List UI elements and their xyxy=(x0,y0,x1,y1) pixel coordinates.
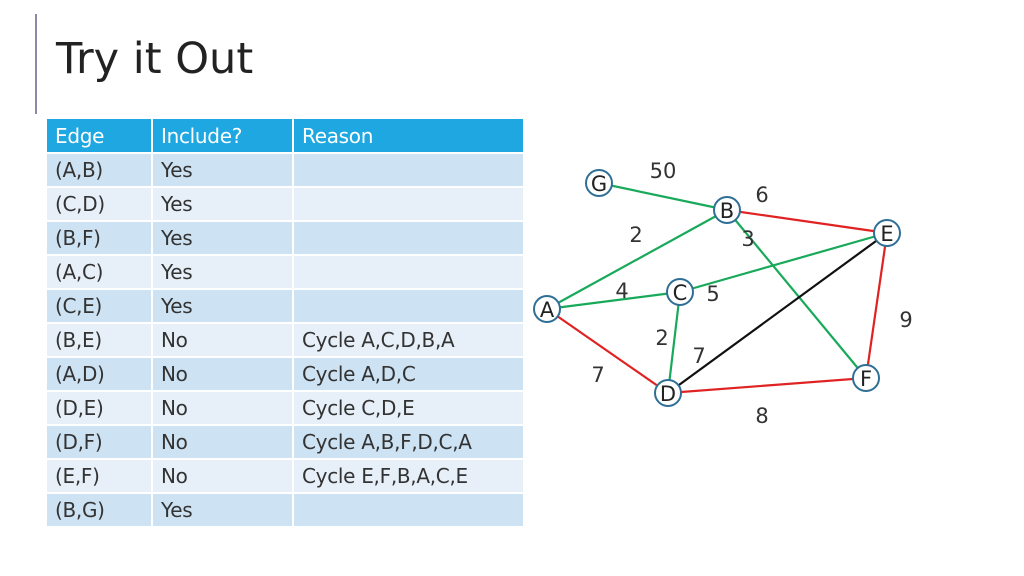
cell-reason: Cycle A,B,F,D,C,A xyxy=(292,424,525,460)
node-a: A xyxy=(533,295,561,323)
cell-edge: (C,E) xyxy=(45,288,153,324)
page-title: Try it Out xyxy=(56,34,254,84)
table-row: (C,E)Yes xyxy=(45,288,525,324)
cell-edge: (D,E) xyxy=(45,390,153,426)
cell-reason xyxy=(292,152,525,188)
table-row: (A,B)Yes xyxy=(45,152,525,188)
weight-label-c-d: 2 xyxy=(655,326,668,350)
cell-reason: Cycle A,C,D,B,A xyxy=(292,322,525,358)
weight-label-d-e: 7 xyxy=(692,344,705,368)
cell-edge: (B,F) xyxy=(45,220,153,256)
node-b: B xyxy=(713,196,741,224)
edge-c-e xyxy=(679,231,888,294)
cell-include: No xyxy=(151,322,294,358)
cell-reason xyxy=(292,220,525,256)
cell-reason xyxy=(292,288,525,324)
weight-label-a-b: 2 xyxy=(629,223,642,247)
edge-layer xyxy=(546,181,889,395)
cell-edge: (D,F) xyxy=(45,424,153,460)
node-circle xyxy=(873,219,901,247)
cell-reason: Cycle E,F,B,A,C,E xyxy=(292,458,525,494)
node-label: E xyxy=(880,222,893,246)
cell-include: No xyxy=(151,356,294,392)
node-g: G xyxy=(585,169,613,197)
weight-label-a-d: 7 xyxy=(591,363,604,387)
edge-c-d xyxy=(666,291,682,394)
node-label: B xyxy=(720,199,734,223)
table-row: (B,F)Yes xyxy=(45,220,525,256)
cell-edge: (C,D) xyxy=(45,186,153,222)
edge-a-d xyxy=(546,308,669,394)
edge-b-e xyxy=(726,208,888,235)
cell-edge: (A,C) xyxy=(45,254,153,290)
node-f: F xyxy=(852,364,880,392)
header-include: Include? xyxy=(151,117,294,154)
node-circle xyxy=(585,169,613,197)
edge-a-c xyxy=(546,290,681,311)
cell-edge: (B,E) xyxy=(45,322,153,358)
node-label: D xyxy=(660,382,676,406)
cell-include: Yes xyxy=(151,492,294,528)
cell-edge: (E,F) xyxy=(45,458,153,494)
node-circle xyxy=(533,295,561,323)
cell-edge: (A,B) xyxy=(45,152,153,188)
edge-b-f xyxy=(726,209,867,379)
edge-d-e xyxy=(667,232,888,394)
weight-label-e-f: 9 xyxy=(899,308,912,332)
node-circle xyxy=(654,379,682,407)
node-label: A xyxy=(540,298,555,322)
cell-include: No xyxy=(151,424,294,460)
header-reason: Reason xyxy=(292,117,525,154)
cell-include: Yes xyxy=(151,152,294,188)
cell-reason xyxy=(292,186,525,222)
table-body: (A,B)Yes(C,D)Yes(B,F)Yes(A,C)Yes(C,E)Yes… xyxy=(45,152,525,528)
edge-d-f xyxy=(667,376,867,395)
node-label: C xyxy=(673,281,688,305)
cell-include: Yes xyxy=(151,288,294,324)
table-row: (B,G)Yes xyxy=(45,492,525,528)
weight-label-a-c: 4 xyxy=(615,279,628,303)
edge-table: Edge Include? Reason (A,B)Yes(C,D)Yes(B,… xyxy=(45,117,525,528)
node-circle xyxy=(852,364,880,392)
cell-reason xyxy=(292,254,525,290)
cell-reason: Cycle C,D,E xyxy=(292,390,525,426)
node-circle xyxy=(666,278,694,306)
cell-edge: (B,G) xyxy=(45,492,153,528)
node-layer: G B E C A D F xyxy=(533,169,901,407)
cell-edge: (A,D) xyxy=(45,356,153,392)
edge-e-f xyxy=(864,232,889,379)
node-d: D xyxy=(654,379,682,407)
weight-label-b-f: 3 xyxy=(741,227,754,251)
cell-include: Yes xyxy=(151,186,294,222)
weight-label-d-f: 8 xyxy=(755,404,768,428)
cell-include: No xyxy=(151,390,294,426)
node-label: F xyxy=(860,367,872,391)
weight-label-b-e: 6 xyxy=(755,183,768,207)
cell-include: Yes xyxy=(151,254,294,290)
node-e: E xyxy=(873,219,901,247)
node-c: C xyxy=(666,278,694,306)
cell-include: No xyxy=(151,458,294,494)
cell-reason xyxy=(292,492,525,528)
table-header-row: Edge Include? Reason xyxy=(45,117,525,154)
title-accent-bar xyxy=(35,14,37,114)
header-edge: Edge xyxy=(45,117,153,154)
edge-g-b xyxy=(598,181,728,212)
node-circle xyxy=(713,196,741,224)
weight-label-c-e: 5 xyxy=(706,282,719,306)
table-row: (A,C)Yes xyxy=(45,254,525,290)
cell-reason: Cycle A,D,C xyxy=(292,356,525,392)
table-row: (C,D)Yes xyxy=(45,186,525,222)
cell-include: Yes xyxy=(151,220,294,256)
edge-a-b xyxy=(546,209,728,310)
node-label: G xyxy=(591,172,607,196)
weight-label-g-b: 50 xyxy=(650,159,677,183)
